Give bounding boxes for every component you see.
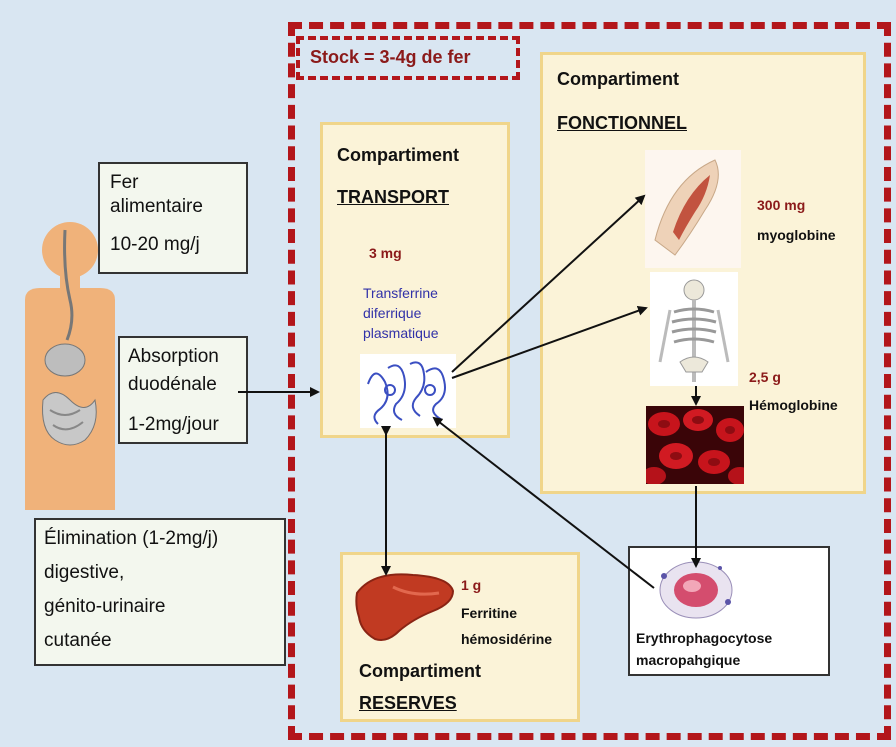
arrow-transport-to-muscle	[452, 196, 644, 372]
arrow-transport-to-marrow	[452, 308, 646, 378]
arrow-macrophage-to-transport	[434, 418, 654, 588]
